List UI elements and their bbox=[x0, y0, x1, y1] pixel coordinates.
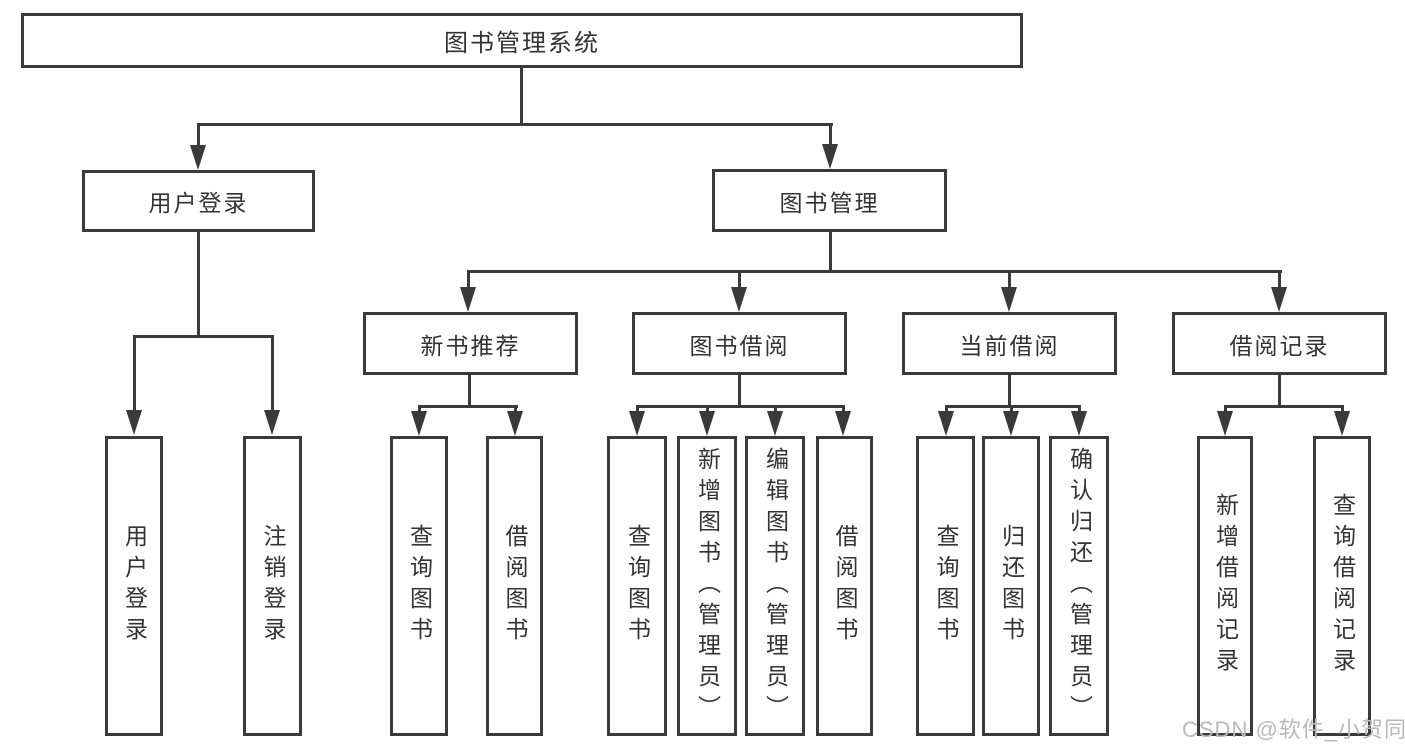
arrow-down-icon bbox=[835, 411, 851, 436]
node-borrowing-records-label: 借阅记录 bbox=[1229, 332, 1330, 359]
connector-line bbox=[636, 405, 845, 408]
arrow-down-icon bbox=[264, 410, 280, 435]
arrow-down-icon bbox=[629, 411, 645, 436]
arrow-down-icon bbox=[767, 411, 783, 436]
node-newrec-borrow-books: 借阅图书 bbox=[486, 436, 543, 736]
arrow-down-icon bbox=[460, 287, 476, 312]
connector-line bbox=[1341, 405, 1344, 413]
node-root: 图书管理系统 bbox=[21, 13, 1023, 68]
node-return-books-label: 归还图书 bbox=[998, 524, 1025, 648]
node-add-books-admin-label: 新增图书（管理员） bbox=[694, 446, 721, 726]
node-logout: 注销登录 bbox=[243, 436, 302, 736]
connector-line bbox=[197, 123, 833, 126]
node-book-borrowing: 图书借阅 bbox=[632, 312, 847, 375]
node-return-books: 归还图书 bbox=[982, 436, 1040, 736]
connector-line bbox=[842, 405, 845, 413]
node-user-login-branch: 用户登录 bbox=[82, 170, 315, 232]
csdn-watermark: CSDN @软件_小贺同学 bbox=[1182, 717, 1405, 742]
connector-line bbox=[514, 405, 517, 413]
connector-line bbox=[133, 335, 274, 338]
arrow-down-icon bbox=[938, 411, 954, 436]
node-borrowing-borrow-books: 借阅图书 bbox=[816, 436, 873, 736]
arrow-down-icon bbox=[507, 411, 523, 436]
arrow-down-icon bbox=[822, 144, 838, 169]
connector-line bbox=[774, 405, 777, 413]
node-edit-books-admin: 编辑图书（管理员） bbox=[745, 436, 805, 736]
connector-line bbox=[1278, 375, 1281, 405]
node-newrec-query-books-label: 查询图书 bbox=[406, 524, 433, 648]
connector-line bbox=[197, 123, 200, 147]
node-confirm-return-admin-label: 确认归还（管理员） bbox=[1066, 446, 1093, 726]
node-book-management: 图书管理 bbox=[712, 169, 947, 232]
arrow-down-icon bbox=[699, 411, 715, 436]
connector-line bbox=[738, 270, 741, 288]
arrow-down-icon bbox=[411, 411, 427, 436]
arrow-down-icon bbox=[731, 287, 747, 312]
connector-line bbox=[520, 68, 523, 126]
connector-line bbox=[829, 123, 832, 147]
connector-line bbox=[467, 270, 470, 288]
connector-line bbox=[1278, 270, 1281, 288]
node-current-borrowing: 当前借阅 bbox=[902, 312, 1117, 375]
node-add-books-admin: 新增图书（管理员） bbox=[677, 436, 737, 736]
node-newrec-borrow-books-label: 借阅图书 bbox=[502, 524, 528, 648]
node-user-login-leaf: 用户登录 bbox=[105, 436, 163, 736]
node-new-book-recommend: 新书推荐 bbox=[363, 312, 578, 375]
arrow-down-icon bbox=[1271, 287, 1287, 312]
node-add-borrow-record-label: 新增借阅记录 bbox=[1212, 493, 1239, 679]
connector-line bbox=[468, 375, 471, 405]
node-current-query-books: 查询图书 bbox=[916, 436, 975, 736]
connector-line bbox=[1010, 405, 1013, 413]
node-add-borrow-record: 新增借阅记录 bbox=[1197, 436, 1253, 736]
node-borrowing-query-books-label: 查询图书 bbox=[624, 524, 651, 648]
arrow-down-icon bbox=[190, 145, 206, 170]
connector-line bbox=[1224, 405, 1344, 408]
connector-line bbox=[418, 405, 421, 413]
node-newrec-query-books: 查询图书 bbox=[390, 436, 448, 736]
node-borrowing-records: 借阅记录 bbox=[1172, 312, 1387, 375]
arrow-down-icon bbox=[1334, 411, 1350, 436]
node-root-label: 图书管理系统 bbox=[444, 30, 600, 57]
connector-line bbox=[829, 232, 832, 270]
connector-line bbox=[418, 405, 518, 408]
arrow-down-icon bbox=[1003, 411, 1019, 436]
node-current-query-books-label: 查询图书 bbox=[933, 524, 959, 648]
connector-line bbox=[1008, 375, 1011, 405]
node-borrowing-borrow-books-label: 借阅图书 bbox=[832, 524, 858, 648]
node-current-borrowing-label: 当前借阅 bbox=[959, 332, 1060, 359]
node-logout-label: 注销登录 bbox=[260, 524, 286, 648]
arrow-down-icon bbox=[126, 410, 142, 435]
connector-line bbox=[1078, 405, 1081, 413]
node-query-borrow-record: 查询借阅记录 bbox=[1313, 436, 1371, 736]
node-edit-books-admin-label: 编辑图书（管理员） bbox=[762, 446, 789, 726]
arrow-down-icon bbox=[1001, 287, 1017, 312]
connector-line bbox=[197, 232, 200, 335]
connector-line bbox=[945, 405, 948, 413]
node-new-book-recommend-label: 新书推荐 bbox=[420, 332, 521, 359]
node-borrowing-query-books: 查询图书 bbox=[607, 436, 667, 736]
connector-line bbox=[738, 375, 741, 405]
node-user-login-branch-label: 用户登录 bbox=[148, 190, 249, 216]
connector-line bbox=[1224, 405, 1227, 413]
connector-line bbox=[467, 270, 1282, 273]
node-confirm-return-admin: 确认归还（管理员） bbox=[1049, 436, 1109, 736]
node-query-borrow-record-label: 查询借阅记录 bbox=[1329, 493, 1356, 679]
connector-line bbox=[1008, 270, 1011, 288]
arrow-down-icon bbox=[1217, 411, 1233, 436]
node-book-borrowing-label: 图书借阅 bbox=[689, 332, 790, 359]
connector-line bbox=[706, 405, 709, 413]
node-book-management-label: 图书管理 bbox=[779, 189, 880, 216]
connector-line bbox=[636, 405, 639, 413]
connector-line bbox=[271, 335, 274, 412]
node-user-login-leaf-label: 用户登录 bbox=[121, 524, 148, 648]
arrow-down-icon bbox=[1071, 411, 1087, 436]
connector-line bbox=[133, 335, 136, 412]
connector-line bbox=[945, 405, 1081, 408]
